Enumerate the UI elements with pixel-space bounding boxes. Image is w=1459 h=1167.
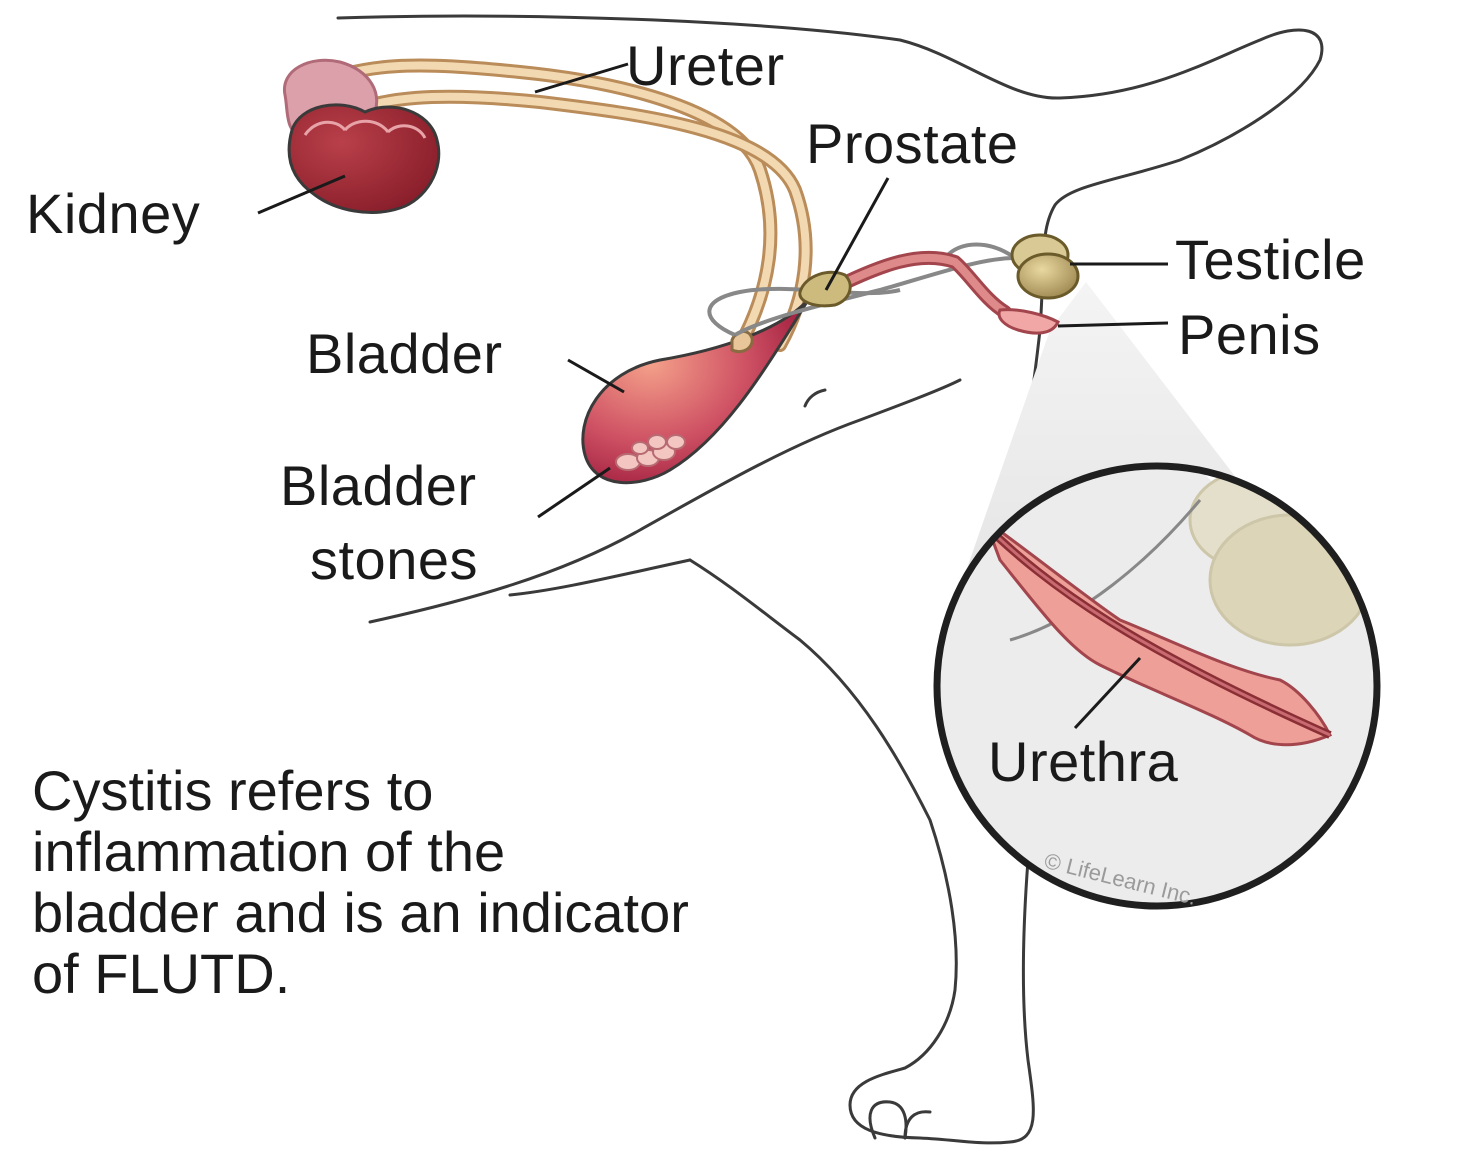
label-bladder-stones-line1: Bladder [280, 454, 477, 517]
label-prostate: Prostate [806, 112, 1019, 175]
bladder-shape [581, 298, 810, 485]
caption-line-2: inflammation of the [32, 820, 506, 884]
urethra-tube-inner [826, 253, 1009, 316]
kidney-shape [287, 103, 441, 214]
bladder-stones-shape [615, 434, 686, 471]
ureter-tubes [293, 58, 813, 352]
caption-line-4: of FLUTD. [32, 942, 291, 1006]
caption-line-3: bladder and is an indicator [32, 881, 689, 945]
label-bladder-stones-line2: stones [310, 528, 478, 591]
label-penis: Penis [1178, 303, 1321, 366]
label-kidney: Kidney [26, 182, 201, 245]
label-bladder: Bladder [306, 322, 503, 385]
penis-shape [997, 308, 1060, 335]
label-ureter: Ureter [626, 34, 785, 97]
zoom-inset [933, 462, 1381, 910]
leader-lines [257, 62, 1169, 730]
label-urethra: Urethra [988, 730, 1179, 793]
testicle-shape [1010, 233, 1080, 300]
caption-text: Cystitis refers to inflammation of the b… [32, 760, 912, 1004]
caption-line-1: Cystitis refers to [32, 759, 434, 822]
vas-deferens [707, 242, 1017, 337]
label-testicle: Testicle [1175, 228, 1366, 291]
